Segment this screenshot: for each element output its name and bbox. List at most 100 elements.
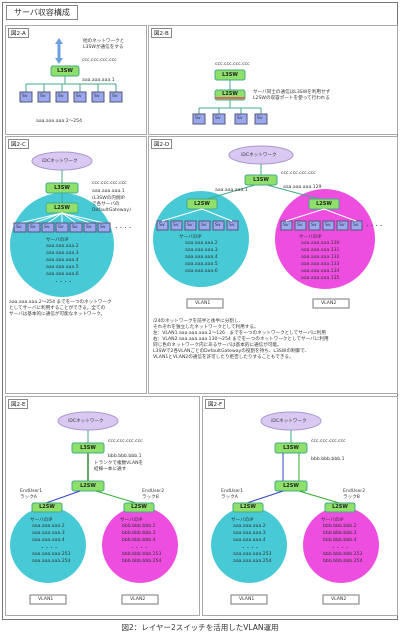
vlan2-label: VLAN2 (130, 597, 146, 602)
l2sw-label: L2SW (283, 483, 299, 489)
l2sw-label: L2SW (39, 504, 55, 510)
enduser1: EndUser1 ラックA (221, 489, 244, 500)
figure-caption: 図2：レイヤー2スイッチを活用したVLAN運用 (121, 623, 279, 632)
panel-label: 図2-F (205, 399, 226, 409)
ip-d: ccc.ccc.ccc.ccc (281, 171, 316, 176)
sv-label: Sv (16, 225, 22, 230)
gw2-d: aaa.aaa.aaa.129 (283, 185, 322, 190)
svip-title: サーバのIP (231, 518, 254, 523)
svip-title: サーバのIP (30, 518, 53, 523)
dots: ・・・・ (40, 546, 59, 551)
server-ip: aaa.aaa.aaa.253 (233, 552, 272, 557)
sv-label: Sv (58, 94, 64, 99)
server-ip: aaa.aaa.aaa.3 (32, 531, 65, 536)
panel-b: 図2-B ccc.ccc.ccc.ccc L3SW L2SW サーバ同士の通信は… (148, 25, 398, 135)
server-ip: aaa.aaa.aaa.2 (32, 524, 65, 529)
sv-label: Sv (22, 94, 28, 99)
note-c: aaa.aaa.aaa.2〜254 までを一つのネットワーク としてサーバに利用… (9, 300, 112, 317)
sv-label: Sv (40, 94, 46, 99)
sv-row (25, 84, 117, 92)
sv-label: Sv (159, 223, 165, 228)
sv-label: Sv (215, 116, 221, 121)
server-ip: bbb.bbb.bbb.2 (323, 524, 357, 529)
vlan1-label: VLAN1 (38, 597, 54, 602)
dots: ・・・・ (241, 546, 260, 551)
sv-label: Sv (100, 225, 106, 230)
l2sw-label: L2SW (316, 201, 332, 207)
ip-f: ccc.ccc.ccc.ccc (311, 439, 346, 444)
l2sw-label: L2SW (240, 504, 256, 510)
l3sw-label: L3SW (57, 68, 73, 74)
cloud-label: iDCネットワーク (68, 419, 104, 424)
server-ip: bbb.bbb.bbb.2 (122, 524, 156, 529)
server-ip: aaa.aaa.aaa.3 (185, 248, 218, 253)
server-ip: aaa.aaa.aaa.5 (185, 262, 218, 267)
server-ip: aaa.aaa.aaa.3 (233, 531, 266, 536)
dots: ・・・・ (114, 226, 133, 231)
svip-title: サーバのIP (46, 238, 69, 243)
server-ip: bbb.bbb.bbb.4 (323, 538, 357, 543)
dots: ・・・・ (331, 546, 350, 551)
panel-label: 図2-D (151, 139, 173, 149)
gw-a: aaa.aaa.aaa.1 (82, 78, 115, 83)
gw1-d: aaa.aaa.aaa.1 (215, 188, 248, 193)
l3sw-label: L3SW (222, 72, 238, 78)
enduser1: EndUser1 ラックA (20, 489, 43, 500)
sv-label: Sv (237, 116, 243, 121)
server-ip: aaa.aaa.aaa.254 (233, 559, 272, 564)
sv-label: Sv (353, 223, 359, 228)
dots: ・・・・ (130, 546, 149, 551)
arrow-icon (55, 38, 63, 64)
server-ip: aaa.aaa.aaa.2 (185, 241, 218, 246)
server-ip: bbb.bbb.bbb.4 (122, 538, 156, 543)
server-ip: aaa.aaa.aaa.132 (301, 255, 340, 260)
sv-label: Sv (58, 225, 64, 230)
panel-label: 図2-B (151, 28, 172, 38)
sv-label: Sv (339, 223, 345, 228)
server-ip: aaa.aaa.aaa.130 (301, 241, 340, 246)
panel-label: 図2-E (8, 399, 29, 409)
note-a: 他のネットワークと L3SWが通信をする (83, 39, 125, 50)
sv-label: Sv (201, 223, 207, 228)
sv-label: Sv (30, 225, 36, 230)
svip-title: サーバのIP (299, 235, 322, 240)
sv-label: Sv (76, 94, 82, 99)
l3sw-label: L3SW (253, 177, 269, 183)
diagram-c (10, 151, 114, 297)
vlan2-label: VLAN2 (331, 597, 347, 602)
dots: ・・・・ (54, 280, 73, 285)
sv-label: Sv (195, 116, 201, 121)
diagram-a (19, 38, 123, 103)
note-d: /24のネットワークを前半と後半に分割し、 それぞれを独立したネットワークとして… (153, 319, 329, 360)
sv-label: Sv (94, 94, 100, 99)
sv-label: Sv (187, 223, 193, 228)
gw-e: bbb.bbb.bbb.1 (108, 454, 142, 459)
ip-b: ccc.ccc.ccc.ccc (215, 62, 250, 67)
page-title: サーバ収容構成 (6, 5, 78, 20)
panel-e: 図2-E iDCネットワーク ccc.ccc.ccc.ccc L3SW bbb.… (5, 396, 200, 616)
sv-label: Sv (72, 225, 78, 230)
l2sw-label: L2SW (80, 483, 96, 489)
l2sw-label: L2SW (222, 91, 238, 97)
gw-c: aaa.aaa.aaa.1 (92, 189, 125, 194)
ip-e: ccc.ccc.ccc.ccc (108, 439, 143, 444)
server-ip: aaa.aaa.aaa.4 (32, 538, 65, 543)
ip-c: ccc.ccc.ccc.ccc (92, 181, 127, 186)
server-ip: aaa.aaa.aaa.6 (46, 272, 79, 277)
sv-label: Sv (44, 225, 50, 230)
sv-label: Sv (229, 223, 235, 228)
l3sw-label: L3SW (283, 445, 299, 451)
server-ip: bbb.bbb.bbb.3 (122, 531, 156, 536)
panel-label: 図2-A (8, 28, 29, 38)
cloud-label: iDCネットワーク (42, 159, 78, 164)
sv-label: Sv (297, 223, 303, 228)
l2sw-label: L2SW (332, 504, 348, 510)
sv-label: Sv (311, 223, 317, 228)
vlan2-label: VLAN2 (321, 301, 337, 306)
server-ip: aaa.aaa.aaa.3 (46, 251, 79, 256)
diagram-b (192, 69, 268, 125)
vlan1-label: VLAN1 (195, 301, 211, 306)
diagram-e (10, 411, 178, 605)
server-ip: aaa.aaa.aaa.134 (301, 269, 340, 274)
cloud-label: iDCネットワーク (271, 419, 307, 424)
